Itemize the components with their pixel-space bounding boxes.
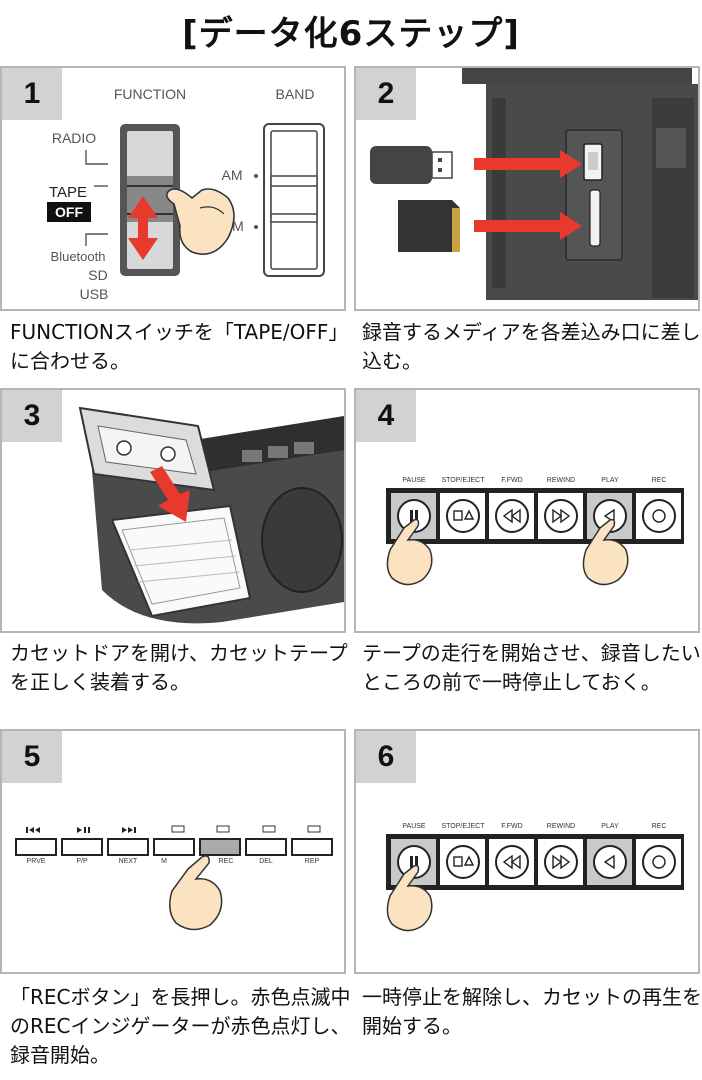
step-4-caption: テープの走行を開始させ、録音したいところの前で一時停止しておく。 <box>362 641 701 694</box>
step-2-caption: 録音するメディアを各差込み口に差し込む。 <box>362 320 701 373</box>
ffwd-button[interactable] <box>489 493 534 539</box>
step-number: 3 <box>2 390 62 442</box>
hand-pointer-icon <box>582 518 629 586</box>
next-label: NEXT <box>119 858 138 865</box>
page-title: [データ化6ステップ] <box>182 14 520 54</box>
rewind-button-label: REWIND <box>547 477 575 484</box>
step-5-panel: 5 PRVE P/P NEXT M REC DEL REP <box>0 729 346 974</box>
hand-pointer-icon <box>386 864 433 932</box>
next-button[interactable] <box>107 838 149 856</box>
up-down-arrow-icon <box>128 196 158 260</box>
stop-eject-button[interactable] <box>440 839 485 885</box>
del-button[interactable] <box>245 838 287 856</box>
sd-label: SD <box>88 267 107 283</box>
speaker <box>261 487 343 593</box>
usb-label: USB <box>80 286 109 302</box>
step-number: 6 <box>356 731 416 783</box>
step-5-caption: 「RECボタン」を長押し。赤色点滅中のRECインジゲーターが赤色点灯し、録音開始… <box>10 985 351 1067</box>
play-button-label: PLAY <box>601 477 619 484</box>
ffwd-button[interactable] <box>489 839 534 885</box>
cassette-tape-icon <box>78 406 216 492</box>
fm-label: M <box>232 218 244 234</box>
step-6-caption: 一時停止を解除し、カセットの再生を開始する。 <box>362 985 702 1038</box>
insert-arrow-icon <box>474 150 582 240</box>
rec-button-label: REC <box>652 477 667 484</box>
step-3-panel: 3 <box>0 388 346 633</box>
rec-button-illustration: PRVE P/P NEXT M REC DEL REP <box>15 825 333 931</box>
band-label: BAND <box>276 86 315 102</box>
stop-eject-button-label: STOP/EJECT <box>441 823 485 830</box>
prev-icon <box>26 827 40 833</box>
function-switch-illustration: FUNCTION BAND RADIO TAPE OFF Bluetooth S… <box>47 86 325 302</box>
rewind-button[interactable] <box>538 839 583 885</box>
prev-label: PRVE <box>27 858 46 865</box>
cassette-insert-illustration <box>78 406 344 624</box>
step-1-caption: FUNCTIONスイッチを「TAPE/OFF」に合わせる。 <box>10 320 349 373</box>
del-label: DEL <box>259 858 273 865</box>
rec-button[interactable] <box>636 493 681 539</box>
step-number: 5 <box>2 731 62 783</box>
mode-label: M <box>161 858 167 865</box>
usb-drive-icon <box>370 146 453 184</box>
am-label: AM <box>222 167 243 183</box>
step-2-panel: 2 <box>354 66 700 311</box>
stop-eject-button[interactable] <box>440 493 485 539</box>
sd-slot <box>589 189 601 247</box>
play-pause-small-button[interactable] <box>61 838 103 856</box>
play-button[interactable] <box>587 493 632 539</box>
off-badge <box>47 202 91 222</box>
step-number: 4 <box>356 390 416 442</box>
rewind-button-label: REWIND <box>547 823 575 830</box>
rewind-button[interactable] <box>538 493 583 539</box>
radio-label: RADIO <box>52 130 96 146</box>
play-pause-icon <box>77 827 90 833</box>
rec-small-button[interactable] <box>199 838 241 856</box>
hand-pointer-icon <box>169 855 223 931</box>
pause-button-label: PAUSE <box>402 477 426 484</box>
step-3-caption: カセットドアを開け、カセットテープを正しく装着する。 <box>10 641 348 694</box>
off-label: OFF <box>55 204 83 220</box>
pp-label: P/P <box>76 858 88 865</box>
next-icon <box>122 827 136 833</box>
ffwd-button-label: F.FWD <box>501 823 522 830</box>
transport-buttons-illustration: PAUSE STOP/EJECT F.FWD REWIND PLAY REC <box>386 823 684 932</box>
bluetooth-label: Bluetooth <box>51 249 106 264</box>
mode-button[interactable] <box>153 838 195 856</box>
play-button[interactable] <box>587 839 632 885</box>
tape-label: TAPE <box>49 184 87 201</box>
rec-button[interactable] <box>636 839 681 885</box>
rep-label: REP <box>305 858 320 865</box>
rec-indicator <box>216 825 230 833</box>
ffwd-button-label: F.FWD <box>501 477 522 484</box>
step-number: 2 <box>356 68 416 120</box>
prev-button[interactable] <box>15 838 57 856</box>
media-insert-illustration <box>370 68 698 300</box>
rec-label: REC <box>219 858 234 865</box>
stop-eject-button-label: STOP/EJECT <box>441 477 485 484</box>
rec-button-label: REC <box>652 823 667 830</box>
function-label: FUNCTION <box>114 86 186 102</box>
step-number: 1 <box>2 68 62 120</box>
play-button-label: PLAY <box>601 823 619 830</box>
rep-button[interactable] <box>291 838 333 856</box>
hand-pointer-icon <box>386 518 433 586</box>
hand-pointer-icon <box>166 188 235 255</box>
transport-buttons-illustration: PAUSE STOP/EJECT F.FWD REWIND PLAY REC <box>386 477 684 586</box>
step-6-panel: 6 PAUSE STOP/EJECT F.FWD REWIND PLAY REC <box>354 729 700 974</box>
step-1-panel: 1 FUNCTION BAND RADIO TAPE OFF Bluetooth… <box>0 66 346 311</box>
pause-button-label: PAUSE <box>402 823 426 830</box>
step-4-panel: 4 PAUSE STOP/EJECT F.FWD REWIND PLAY REC <box>354 388 700 633</box>
insert-arrow-icon <box>150 466 190 522</box>
sd-card-icon <box>398 200 460 252</box>
